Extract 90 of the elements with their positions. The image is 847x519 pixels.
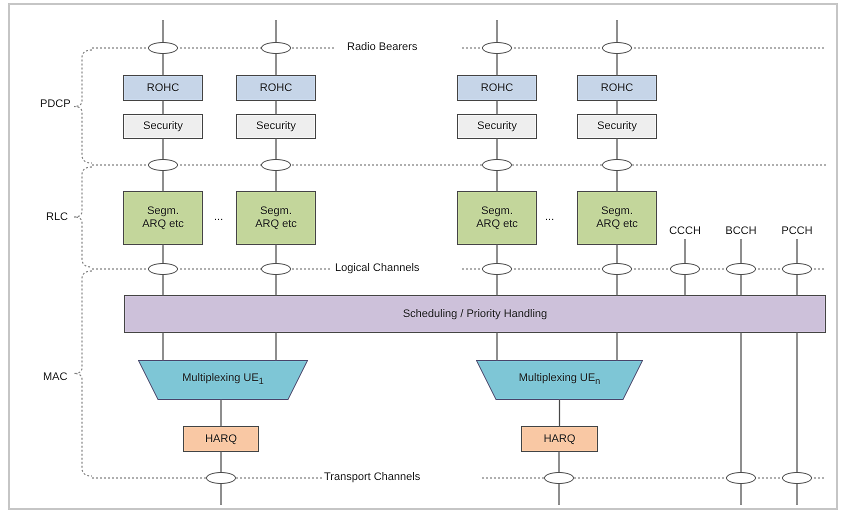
access-point-ellipse: [726, 472, 756, 484]
connector-line: [162, 275, 164, 295]
connector-line: [796, 484, 798, 505]
connector-line: [616, 139, 618, 159]
connector-line: [740, 484, 742, 505]
connector-line: [558, 400, 560, 426]
rlc-box: Segm. ARQ etc: [457, 191, 537, 245]
connector-line: [684, 239, 686, 263]
connector-line: [162, 54, 164, 75]
connector-line: [616, 20, 618, 42]
access-point-ellipse: [261, 42, 291, 54]
rohc-box: ROHC: [236, 75, 316, 101]
security-box: Security: [123, 114, 203, 139]
connector-line: [162, 139, 164, 159]
access-point-ellipse: [782, 472, 812, 484]
layer-label: PDCP: [38, 98, 73, 110]
connector-line: [616, 333, 618, 360]
access-point-ellipse: [544, 472, 574, 484]
connector-line: [496, 275, 498, 295]
connector-line: [220, 452, 222, 472]
connector-line: [796, 239, 798, 263]
connector-line: [740, 333, 742, 472]
connector-line: [616, 171, 618, 191]
connector-line: [162, 333, 164, 360]
connector-line: [496, 171, 498, 191]
connector-line: [220, 484, 222, 505]
rohc-box: ROHC: [577, 75, 657, 101]
access-point-ellipse: [261, 159, 291, 171]
connector-line: [275, 101, 277, 114]
connector-line: [496, 20, 498, 42]
connector-line: [796, 275, 798, 295]
rlc-box: Segm. ARQ etc: [236, 191, 316, 245]
connector-line: [220, 400, 222, 426]
connector-line: [275, 20, 277, 42]
security-box: Security: [577, 114, 657, 139]
connector-line: [275, 54, 277, 75]
access-point-ellipse: [482, 263, 512, 275]
access-point-ellipse: [148, 42, 178, 54]
connector-line: [496, 139, 498, 159]
access-point-ellipse: [670, 263, 700, 275]
connector-line: [162, 101, 164, 114]
access-point-ellipse: [482, 42, 512, 54]
connector-line: [616, 245, 618, 263]
access-point-ellipse: [602, 42, 632, 54]
layer-label: RLC: [44, 211, 70, 223]
rohc-box: ROHC: [457, 75, 537, 101]
layer-label: Transport Channels: [322, 471, 422, 483]
connector-line: [558, 484, 560, 505]
connector-line: [162, 245, 164, 263]
connector-line: [275, 245, 277, 263]
connector-line: [740, 239, 742, 263]
access-point-ellipse: [602, 263, 632, 275]
connector-line: [796, 333, 798, 472]
access-point-ellipse: [602, 159, 632, 171]
connector-line: [275, 333, 277, 360]
access-point-ellipse: [148, 263, 178, 275]
multiplexing-trapezoid: Multiplexing UE$_{n}$: [476, 360, 643, 400]
layer-label: Logical Channels: [333, 262, 422, 274]
rohc-box: ROHC: [123, 75, 203, 101]
layer-label: Radio Bearers: [345, 41, 420, 53]
connector-line: [740, 275, 742, 295]
access-point-ellipse: [726, 263, 756, 275]
security-box: Security: [236, 114, 316, 139]
connector-line: [496, 333, 498, 360]
security-box: Security: [457, 114, 537, 139]
harq-box: HARQ: [183, 426, 259, 452]
connector-line: [496, 101, 498, 114]
rlc-box: Segm. ARQ etc: [577, 191, 657, 245]
harq-box: HARQ: [521, 426, 598, 452]
scheduling-bar: Scheduling / Priority Handling: [124, 295, 826, 333]
connector-line: [684, 275, 686, 295]
connector-line: [275, 139, 277, 159]
rlc-box: Segm. ARQ etc: [123, 191, 203, 245]
connector-line: [496, 245, 498, 263]
connector-line: [558, 452, 560, 472]
access-point-ellipse: [148, 159, 178, 171]
access-point-ellipse: [261, 263, 291, 275]
layer-label: MAC: [41, 371, 70, 383]
multiplexing-trapezoid: Multiplexing UE$_{1}$: [138, 360, 308, 400]
connector-line: [275, 275, 277, 295]
access-point-ellipse: [782, 263, 812, 275]
connector-line: [496, 54, 498, 75]
access-point-ellipse: [206, 472, 236, 484]
connector-line: [162, 20, 164, 42]
connector-line: [275, 171, 277, 191]
connector-line: [162, 171, 164, 191]
connector-line: [616, 54, 618, 75]
access-point-ellipse: [482, 159, 512, 171]
connector-line: [616, 275, 618, 295]
connector-line: [616, 101, 618, 114]
